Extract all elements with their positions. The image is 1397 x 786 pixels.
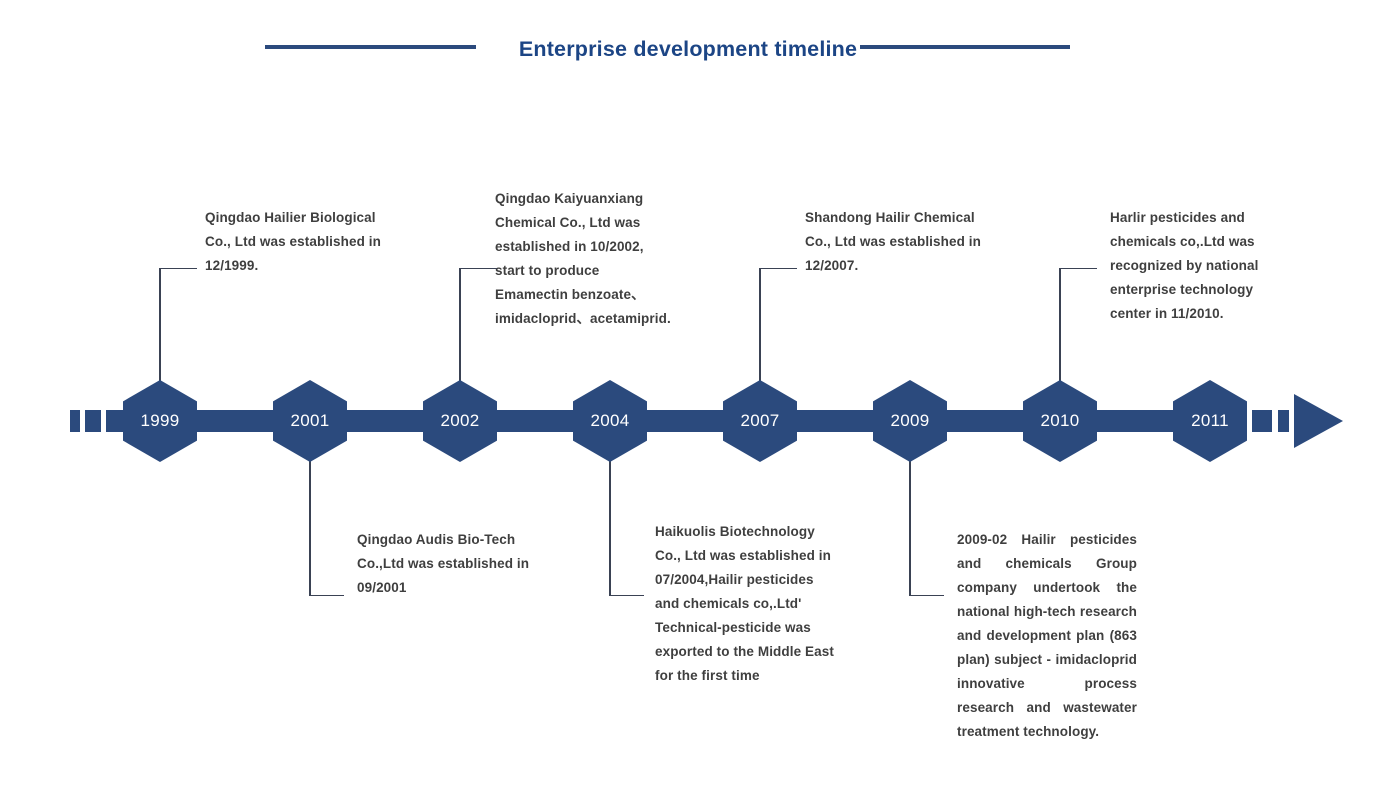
- event-note-2009: 2009-02 Hailir pesticides and chemicals …: [957, 531, 1137, 739]
- timeline-node-2001: 2001: [273, 380, 347, 462]
- connector-2007-horizontal: [760, 267, 797, 269]
- timeline-node-2007: 2007: [723, 380, 797, 462]
- connector-2009-horizontal: [910, 594, 944, 596]
- connector-2009-vertical: [909, 458, 911, 596]
- timeline-node-year: 2002: [440, 411, 480, 430]
- timeline-node-2010: 2010: [1023, 380, 1097, 462]
- connector-2007-vertical: [759, 268, 761, 384]
- title-divider-right: [860, 45, 1070, 49]
- event-note-2002: Qingdao Kaiyuanxiang Chemical Co., Ltd w…: [495, 190, 671, 326]
- event-note-2001: Qingdao Audis Bio-Tech Co.,Ltd was estab…: [357, 531, 530, 595]
- timeline-node-1999: 1999: [123, 380, 197, 462]
- connector-2001-horizontal: [310, 594, 344, 596]
- timeline-node-2009: 2009: [873, 380, 947, 462]
- event-note-2004: Haikuolis Biotechnology Co., Ltd was est…: [655, 523, 834, 683]
- connector-2004-vertical: [609, 458, 611, 596]
- connector-1999-vertical: [159, 268, 161, 384]
- timeline-node-year: 2007: [740, 411, 780, 430]
- timeline-band: [123, 410, 1247, 432]
- timeline-node-year: 2009: [890, 411, 930, 430]
- timeline-node-2004: 2004: [573, 380, 647, 462]
- timeline-node-year: 2011: [1191, 411, 1229, 430]
- connector-2010-horizontal: [1060, 267, 1097, 269]
- arrow-right-icon: [1294, 394, 1343, 448]
- timeline-node-year: 1999: [140, 411, 180, 430]
- timeline-dash-left-2: [85, 410, 101, 432]
- timeline-dash-left-3: [106, 410, 126, 432]
- title-divider-left: [265, 45, 476, 49]
- event-note-2010: Harlir pesticides and chemicals co,.Ltd …: [1110, 209, 1259, 321]
- page-title: Enterprise development timeline: [518, 37, 858, 62]
- connector-2002-horizontal: [460, 267, 497, 269]
- connector-2002-vertical: [459, 268, 461, 384]
- timeline-node-year: 2010: [1040, 411, 1080, 430]
- timeline-node-year: 2001: [290, 411, 330, 430]
- timeline-node-year: 2004: [590, 411, 630, 430]
- timeline-dash-right-2: [1278, 410, 1289, 432]
- timeline-node-2002: 2002: [423, 380, 497, 462]
- event-note-1999: Qingdao Hailier Biological Co., Ltd was …: [205, 209, 381, 273]
- connector-2001-vertical: [309, 458, 311, 596]
- connector-2004-horizontal: [610, 594, 644, 596]
- timeline-dash-left-1: [70, 410, 80, 432]
- event-note-2007: Shandong Hailir Chemical Co., Ltd was es…: [805, 209, 981, 273]
- connector-2010-vertical: [1059, 268, 1061, 384]
- timeline-dash-right-1: [1252, 410, 1272, 432]
- connector-1999-horizontal: [160, 267, 197, 269]
- timeline-node-2011: 2011: [1173, 380, 1247, 462]
